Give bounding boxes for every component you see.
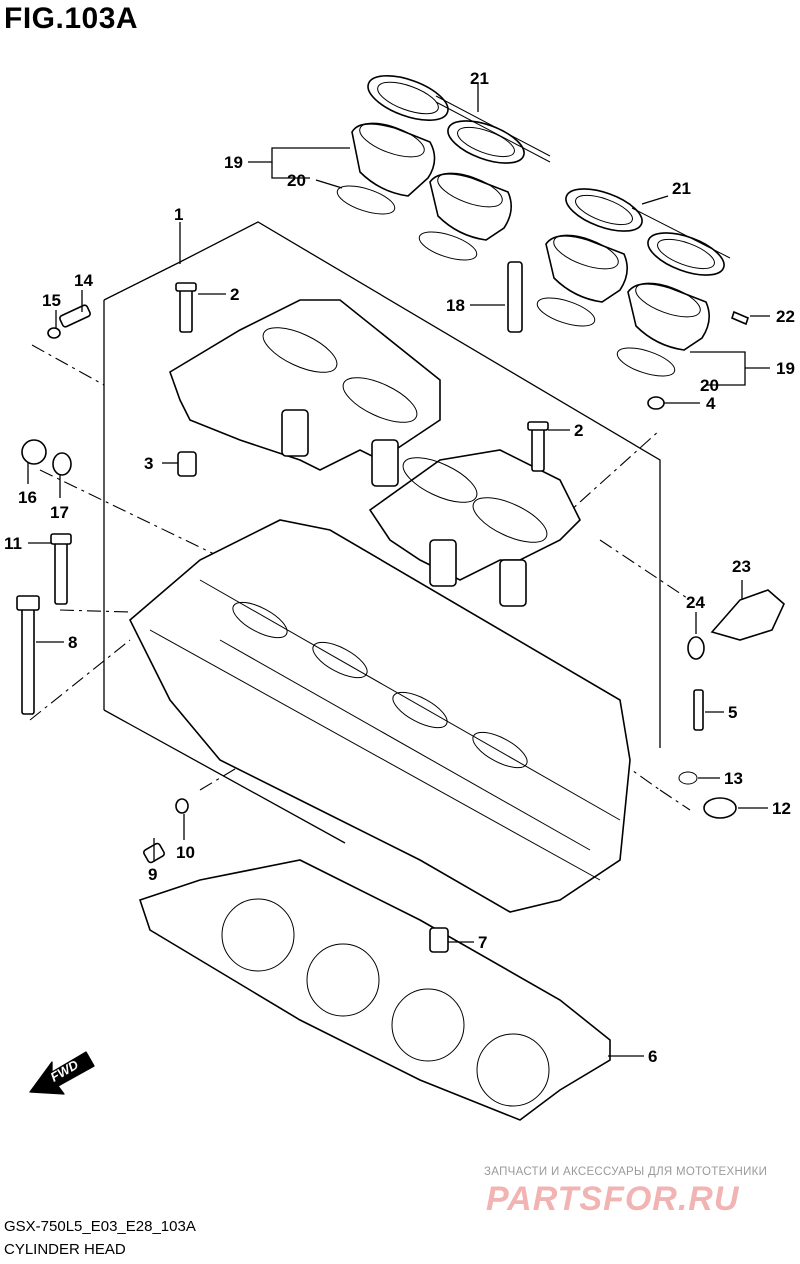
callout-10: 10 — [176, 843, 195, 862]
callout-16: 16 — [18, 488, 37, 507]
callout-21-front: 21 — [470, 69, 489, 88]
intake-holder-set-rear — [536, 188, 731, 377]
callout-2-upper: 2 — [230, 285, 239, 304]
callout-numbers: 21 19 20 1 21 2 18 22 19 20 4 2 3 14 15 … — [4, 69, 795, 1066]
cam-housing-lower — [368, 449, 581, 607]
callout-18: 18 — [446, 296, 465, 315]
callout-17: 17 — [50, 503, 69, 522]
section-name: CYLINDER HEAD — [4, 1241, 126, 1258]
callout-9: 9 — [148, 865, 157, 884]
callout-2-lower: 2 — [574, 421, 583, 440]
callout-5: 5 — [728, 703, 737, 722]
callout-8: 8 — [68, 633, 77, 652]
callout-13: 13 — [724, 769, 743, 788]
cylinder-head-gasket — [138, 859, 611, 1121]
callout-3: 3 — [144, 454, 153, 473]
callout-20-front: 20 — [287, 171, 306, 190]
callout-19-rear: 19 — [776, 359, 795, 378]
callout-20-rear: 20 — [700, 376, 719, 395]
callout-14: 14 — [74, 271, 93, 290]
watermark-tagline: ЗАПЧАСТИ И АКСЕССУАРЫ ДЛЯ МОТОТЕХНИКИ — [484, 1166, 768, 1178]
intake-holder-set-front — [336, 75, 551, 261]
callout-7: 7 — [478, 933, 487, 952]
callout-21-rear: 21 — [672, 179, 691, 198]
callout-11: 11 — [4, 534, 22, 553]
callout-1: 1 — [174, 205, 183, 224]
watermark-logo: PARTSFOR.RU — [486, 1180, 740, 1218]
small-parts — [16, 261, 785, 953]
callout-4: 4 — [706, 394, 716, 413]
callout-6: 6 — [648, 1047, 657, 1066]
callout-22: 22 — [776, 307, 795, 326]
fwd-arrow-icon: FWD — [29, 1051, 95, 1095]
callout-12: 12 — [772, 799, 791, 818]
callout-24: 24 — [686, 593, 705, 612]
callout-23: 23 — [732, 557, 751, 576]
callout-15: 15 — [42, 291, 61, 310]
cam-housing-upper — [169, 299, 441, 487]
model-code: GSX-750L5_E03_E28_103A — [4, 1218, 196, 1235]
callout-19-front: 19 — [224, 153, 243, 172]
leader-lines — [27, 84, 770, 1057]
figure-title: FIG.103A — [4, 2, 139, 35]
cylinder-head-body — [129, 519, 631, 913]
